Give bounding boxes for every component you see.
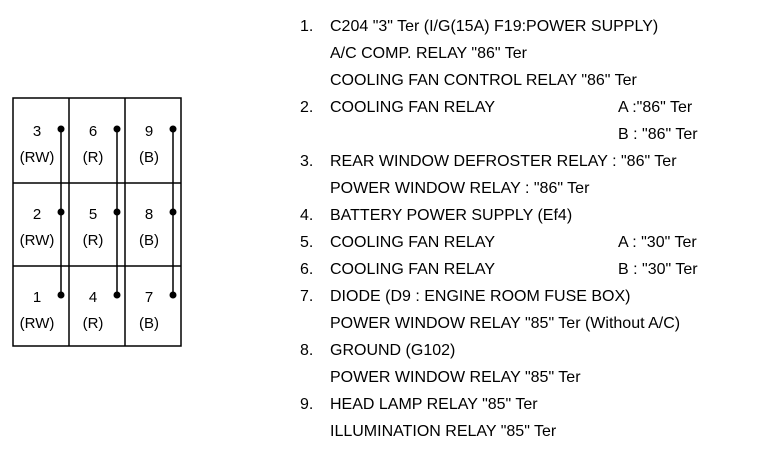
legend-number: 8. xyxy=(300,342,314,359)
pin-number: 3 xyxy=(33,123,41,140)
pin-number: 7 xyxy=(145,289,153,306)
legend-terminal-note: A : "30" Ter xyxy=(618,234,697,251)
pin-number: 9 xyxy=(145,123,153,140)
legend-number: 3. xyxy=(300,153,314,170)
pin-wire-color: (R) xyxy=(83,232,104,249)
pin-number: 4 xyxy=(89,289,97,306)
pin-wire-color: (RW) xyxy=(20,149,55,166)
terminal-dot xyxy=(57,208,65,216)
legend-text: A/C COMP. RELAY "86" Ter xyxy=(330,45,527,62)
terminal-dot xyxy=(113,291,121,299)
pin-number: 2 xyxy=(33,206,41,223)
pin-number: 8 xyxy=(145,206,153,223)
terminal-dot xyxy=(169,291,177,299)
legend-text: GROUND (G102) xyxy=(330,342,456,359)
terminal-dot xyxy=(169,208,177,216)
pin-number: 1 xyxy=(33,289,41,306)
legend-text: HEAD LAMP RELAY "85" Ter xyxy=(330,396,538,413)
terminal-dot xyxy=(169,125,177,133)
legend-text: DIODE (D9 : ENGINE ROOM FUSE BOX) xyxy=(330,288,631,305)
legend-number: 5. xyxy=(300,234,314,251)
legend-number: 7. xyxy=(300,288,314,305)
legend-terminal-note: B : "86" Ter xyxy=(618,126,698,143)
pin-wire-color: (B) xyxy=(139,149,159,166)
terminal-legend: 1. C204 "3" Ter (I/G(15A) F19:POWER SUPP… xyxy=(300,0,768,470)
legend-number: 1. xyxy=(300,18,314,35)
pin-wire-color: (RW) xyxy=(20,315,55,332)
legend-text: COOLING FAN RELAY xyxy=(330,99,496,116)
legend-text: BATTERY POWER SUPPLY (Ef4) xyxy=(330,207,573,224)
legend-text: C204 "3" Ter (I/G(15A) F19:POWER SUPPLY) xyxy=(330,18,659,35)
legend-text: REAR WINDOW DEFROSTER RELAY : "86" Ter xyxy=(330,153,677,170)
pin-wire-color: (B) xyxy=(139,315,159,332)
legend-text: COOLING FAN CONTROL RELAY "86" Ter xyxy=(330,72,637,89)
legend-text: COOLING FAN RELAY xyxy=(330,234,496,251)
pin-wire-color: (B) xyxy=(139,232,159,249)
legend-terminal-note: B : "30" Ter xyxy=(618,261,698,278)
legend-text: ILLUMINATION RELAY "85" Ter xyxy=(330,423,557,440)
pin-wire-color: (RW) xyxy=(20,232,55,249)
legend-number: 4. xyxy=(300,207,314,224)
legend-text: COOLING FAN RELAY xyxy=(330,261,496,278)
pin-wire-color: (R) xyxy=(83,149,104,166)
connector-frame xyxy=(12,97,182,347)
pin-wire-color: (R) xyxy=(83,315,104,332)
terminal-dot xyxy=(113,208,121,216)
pin-number: 5 xyxy=(89,206,97,223)
pin-number: 6 xyxy=(89,123,97,140)
terminal-dot xyxy=(113,125,121,133)
connector-diagram: 3 (RW) 6 (R) 9 (B) 2 (RW) 5 (R) 8 (B) 1 … xyxy=(12,97,182,347)
legend-text: POWER WINDOW RELAY : "86" Ter xyxy=(330,180,590,197)
legend-text: POWER WINDOW RELAY "85" Ter (Without A/C… xyxy=(330,315,681,332)
legend-terminal-note: A :"86" Ter xyxy=(618,99,693,116)
terminal-dot xyxy=(57,291,65,299)
legend-text: POWER WINDOW RELAY "85" Ter xyxy=(330,369,581,386)
legend-number: 2. xyxy=(300,99,314,116)
legend-number: 9. xyxy=(300,396,314,413)
terminal-dot xyxy=(57,125,65,133)
legend-number: 6. xyxy=(300,261,314,278)
